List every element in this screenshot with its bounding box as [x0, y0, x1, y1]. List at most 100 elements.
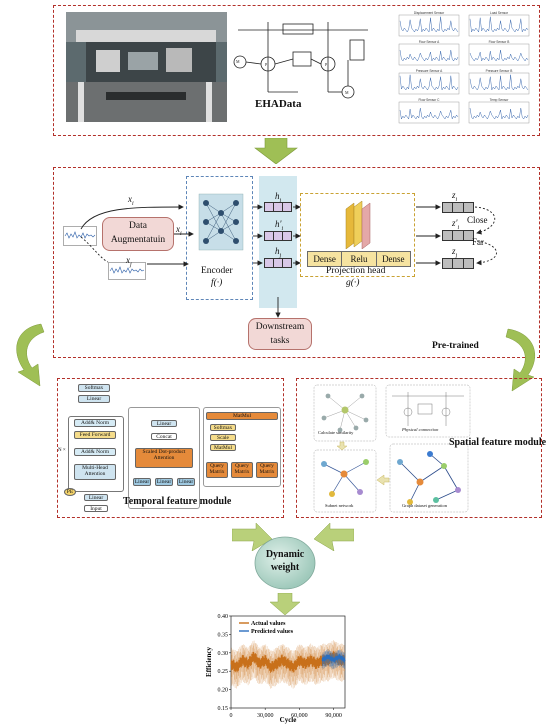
series-point-0 [293, 666, 295, 669]
h-vector-top [264, 202, 292, 212]
m-linear-b: Linear [155, 478, 173, 486]
dense-1-label: Dense [308, 252, 343, 266]
m-linear-a: Linear [133, 478, 151, 486]
series-line-0 [230, 650, 346, 673]
m-concat: Concat [151, 433, 177, 440]
z-vector-bot [442, 258, 474, 269]
r-query-2: Query Matrix [231, 462, 253, 478]
sensor-plot-title: Temp Sensor [490, 98, 510, 102]
sensor-plot-line [399, 49, 459, 62]
x-axis-label: Cycle [280, 716, 297, 724]
t-linear: Linear [78, 395, 110, 403]
sensor-plot-title: Flow Sensor B [489, 40, 510, 44]
series-point-1 [338, 655, 340, 658]
t-input: Input [84, 505, 108, 512]
projection-fn: g(·) [346, 278, 360, 288]
h-vector-mid [264, 231, 292, 241]
encoder-label: Encoder [201, 266, 233, 276]
sensor-plot-line [399, 16, 459, 33]
transformer-block: Softmax Linear Add& Norm Feed Forward Ad… [58, 384, 126, 514]
x-tick-label: 0 [230, 713, 233, 719]
downstream-tasks-box [248, 318, 312, 350]
r-matmul-2: MatMul [210, 444, 236, 451]
temporal-panel [57, 378, 284, 518]
x-bot-label: xj [126, 255, 132, 268]
physical-label: Physical connection [402, 427, 439, 432]
n-stack-box [68, 416, 124, 492]
t-feed-forward: Feed Forward [74, 431, 116, 439]
y-tick-label: 0.40 [218, 614, 229, 620]
h-top-label: hi [275, 191, 282, 204]
ehadata-title: EHAData [255, 98, 302, 110]
sensor-plot-title: Flow Sensor C [419, 98, 441, 102]
series-point-0 [230, 663, 232, 665]
t-mha: Multi-Head Attention [74, 464, 116, 480]
dynamic-weight-line1: Dynamic [265, 549, 305, 560]
series-point-0 [304, 663, 306, 665]
relu-label: Relu [342, 252, 377, 266]
sensor-plot-title: Load Sensor [490, 11, 509, 15]
svg-text:M: M [345, 90, 349, 95]
test-rig-photo [66, 12, 227, 122]
curved-arrow-left [16, 323, 45, 387]
pretrain-arrows [80, 204, 497, 318]
x-tick-label: 90,000 [325, 713, 342, 719]
projection-label: Projection head [326, 266, 386, 276]
sensor-plot-line [469, 107, 529, 120]
arrow-to-dynamic-left [232, 522, 273, 551]
m-linear-c: Linear [177, 478, 195, 486]
series-point-0 [258, 663, 261, 665]
svg-text:P: P [325, 62, 328, 67]
y-axis-label: Efficiency [205, 647, 213, 677]
z-vector-top [442, 202, 474, 213]
sensor-plot-title: Displacement Sensor [414, 11, 445, 15]
encoder-box [186, 176, 253, 300]
sensor-plot-line [399, 107, 459, 120]
encoder-column [259, 176, 297, 308]
legend-predicted: Predicted values [251, 629, 294, 635]
data-augmentation-box [102, 217, 174, 251]
m-sdpa: Scaled Dot-product Attention [135, 448, 193, 468]
series-point-1 [344, 659, 346, 661]
r-matmul: MatMul [206, 412, 278, 420]
y-tick-label: 0.15 [218, 706, 229, 712]
dynamic-weight-line2: weight [270, 562, 300, 573]
y-tick-label: 0.20 [218, 688, 229, 694]
down-arrow-2 [270, 593, 300, 615]
series-point-0 [298, 659, 300, 661]
y-tick-label: 0.25 [218, 669, 229, 675]
sensor-plot-frame [468, 14, 530, 37]
series-point-0 [281, 659, 283, 661]
r-softmax: Softmax [210, 424, 236, 431]
multihead-detail: Linear Concat Scaled Dot-product Attenti… [128, 407, 200, 509]
z-mid-label: z'i [452, 218, 460, 231]
n-times: N × [58, 448, 66, 453]
series-point-0 [276, 663, 278, 665]
z-vector-mid [442, 230, 474, 241]
series-point-0 [247, 663, 249, 665]
sensor-plot-line [469, 49, 529, 62]
spatial-panel [296, 378, 542, 518]
spatial-graphics [313, 384, 471, 513]
series-point-0 [253, 655, 255, 658]
series-point-0 [270, 666, 272, 669]
sensor-plot-frame [468, 101, 530, 124]
h-bot-label: hj [275, 246, 282, 259]
r-scale: Scale [210, 434, 236, 441]
close-label: Close [467, 215, 488, 225]
x-tick-label: 30,000 [257, 713, 274, 719]
sensor-plot-line [399, 74, 459, 91]
far-label: Far [472, 237, 484, 247]
input-signal-bottom [108, 262, 146, 280]
y-tick-label: 0.35 [218, 632, 229, 638]
downstream-tasks-label: Downstream tasks [255, 322, 305, 346]
series-line-1 [321, 654, 346, 663]
t-softmax: Softmax [78, 384, 110, 392]
projection-layers [345, 200, 371, 249]
series-point-0 [241, 659, 243, 661]
y-tick-label: 0.30 [218, 651, 229, 657]
h-mid-label: h'i [275, 219, 284, 232]
t-addnorm-1: Add& Norm [74, 419, 116, 427]
